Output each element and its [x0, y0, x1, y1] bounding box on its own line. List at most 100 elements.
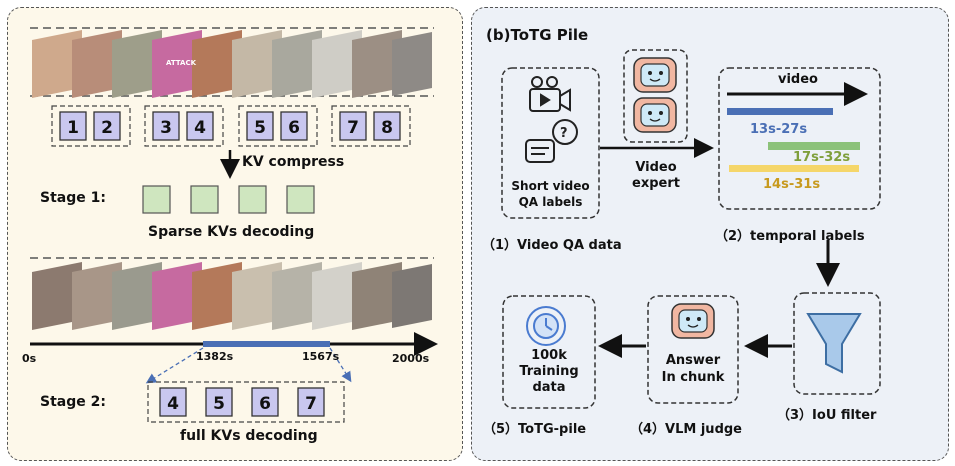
kv-chunk-box: [93, 111, 121, 141]
chunk-number: 7: [305, 394, 317, 414]
video-frame: [272, 30, 322, 98]
chunk-number: 4: [194, 118, 206, 138]
timeline-start-label: 0s: [22, 352, 37, 365]
sparse-kv-box: [286, 185, 315, 214]
step4-label: （4）VLM judge: [630, 422, 742, 437]
sparse-kv-box: [190, 185, 219, 214]
chunk-number: 4: [167, 394, 179, 414]
svg-text:?: ?: [560, 126, 568, 141]
video-frame: [312, 30, 362, 98]
kv-chunk-box: [251, 387, 279, 417]
video-frame: [352, 262, 402, 330]
poster-text: ATTACK: [166, 59, 197, 67]
chunk-number: 5: [254, 118, 266, 138]
stage2-group: [147, 381, 345, 423]
video-frame: [232, 262, 282, 330]
stage2-caption: full KVs decoding: [180, 428, 318, 444]
video-frame: [192, 30, 242, 98]
qa-labels-box: [501, 67, 600, 219]
stage1-kv-boxes: [142, 185, 315, 214]
chunk-number: 3: [160, 118, 172, 138]
chunk-number: 7: [347, 118, 359, 138]
step3-label: （3）IoU filter: [777, 408, 877, 423]
chunk-group-1: [51, 105, 131, 147]
temporal-bar-yellow: [729, 165, 859, 172]
video-frame: [72, 30, 122, 98]
chunk-number: 5: [213, 394, 225, 414]
kv-chunk-box: [205, 387, 233, 417]
video-frame: [272, 262, 322, 330]
video-frame: [32, 262, 82, 330]
video-frame: [312, 262, 362, 330]
chunk-number: 2: [101, 118, 113, 138]
kv-chunk-box: [159, 387, 187, 417]
video-frame: [392, 32, 432, 96]
video-frame: [32, 30, 82, 98]
video-frame: [112, 30, 162, 98]
stage2-label: Stage 2:: [40, 394, 106, 410]
kv-chunk-box: [186, 111, 214, 141]
vlm-judge-box: [647, 295, 739, 404]
expert-box: [623, 49, 688, 143]
temporal-labels-box: [718, 67, 881, 210]
chunk-group-2: [144, 105, 224, 147]
stage2-kv-boxes: 4 5 6 7: [159, 387, 325, 417]
chunk-number: 8: [381, 118, 393, 138]
video-frame: [352, 30, 402, 98]
video-camera-icon: [529, 76, 571, 112]
segment-left-guide: [145, 347, 204, 384]
timeline-end-label: 2000s: [392, 352, 430, 365]
sparse-kv-box: [142, 185, 171, 214]
chunk-boxes: 1 2 3 4 5 6 7 8: [59, 111, 401, 141]
kv-chunk-box: [297, 387, 325, 417]
chat-question-icon: ?: [525, 119, 578, 163]
robot-icon: [671, 303, 715, 339]
kv-chunk-box: [246, 111, 274, 141]
pile-box-label: 100k Training data: [519, 348, 579, 395]
qa-box-label: Short video QA labels: [511, 179, 590, 209]
right-title: (b)ToTG Pile: [486, 26, 589, 44]
step5-label: （5）ToTG-pile: [483, 422, 587, 437]
segment-right-guide: [329, 347, 352, 383]
timestamp-2: 17s-32s: [793, 150, 851, 165]
kv-compress-label: KV compress: [242, 154, 345, 170]
expert-label: Video expert: [632, 160, 680, 191]
kv-chunk-box: [280, 111, 308, 141]
bottom-frame-strip: [30, 257, 434, 330]
kv-chunk-box: [59, 111, 87, 141]
video-frame: [232, 30, 282, 98]
chunk-group-4: [331, 105, 411, 147]
funnel-icon: [806, 313, 862, 374]
totg-pile-box: [502, 295, 596, 409]
stage1-label: Stage 1:: [40, 190, 106, 206]
segment-start-label: 1382s: [196, 350, 234, 363]
chunk-number: 6: [288, 118, 300, 138]
right-panel: [471, 7, 949, 461]
video-frame: [152, 30, 202, 98]
robot-icon: [633, 97, 677, 133]
temporal-bar-blue: [727, 108, 833, 115]
video-frame: [152, 262, 202, 330]
chunk-number: 6: [259, 394, 271, 414]
iou-filter-box: [793, 292, 881, 395]
step2-label: （2）temporal labels: [715, 229, 865, 244]
step1-label: （1）Video QA data: [482, 238, 622, 253]
kv-chunk-box: [339, 111, 367, 141]
stage1-caption: Sparse KVs decoding: [148, 224, 315, 240]
sparse-kv-box: [238, 185, 267, 214]
judge-box-label: Answer In chunk: [661, 353, 725, 385]
kv-chunk-box: [373, 111, 401, 141]
top-frame-strip: ATTACK: [30, 27, 434, 98]
video-frame: [192, 262, 242, 330]
video-frame: [392, 264, 432, 328]
chunk-number: 1: [67, 118, 79, 138]
timestamp-3: 14s-31s: [763, 177, 821, 192]
video-frame: [72, 262, 122, 330]
temporal-bar-green: [768, 142, 860, 150]
timestamp-1: 13s-27s: [750, 122, 808, 137]
segment-end-label: 1567s: [302, 350, 340, 363]
video-axis-label: video: [778, 72, 818, 87]
robot-icon: [633, 57, 677, 93]
